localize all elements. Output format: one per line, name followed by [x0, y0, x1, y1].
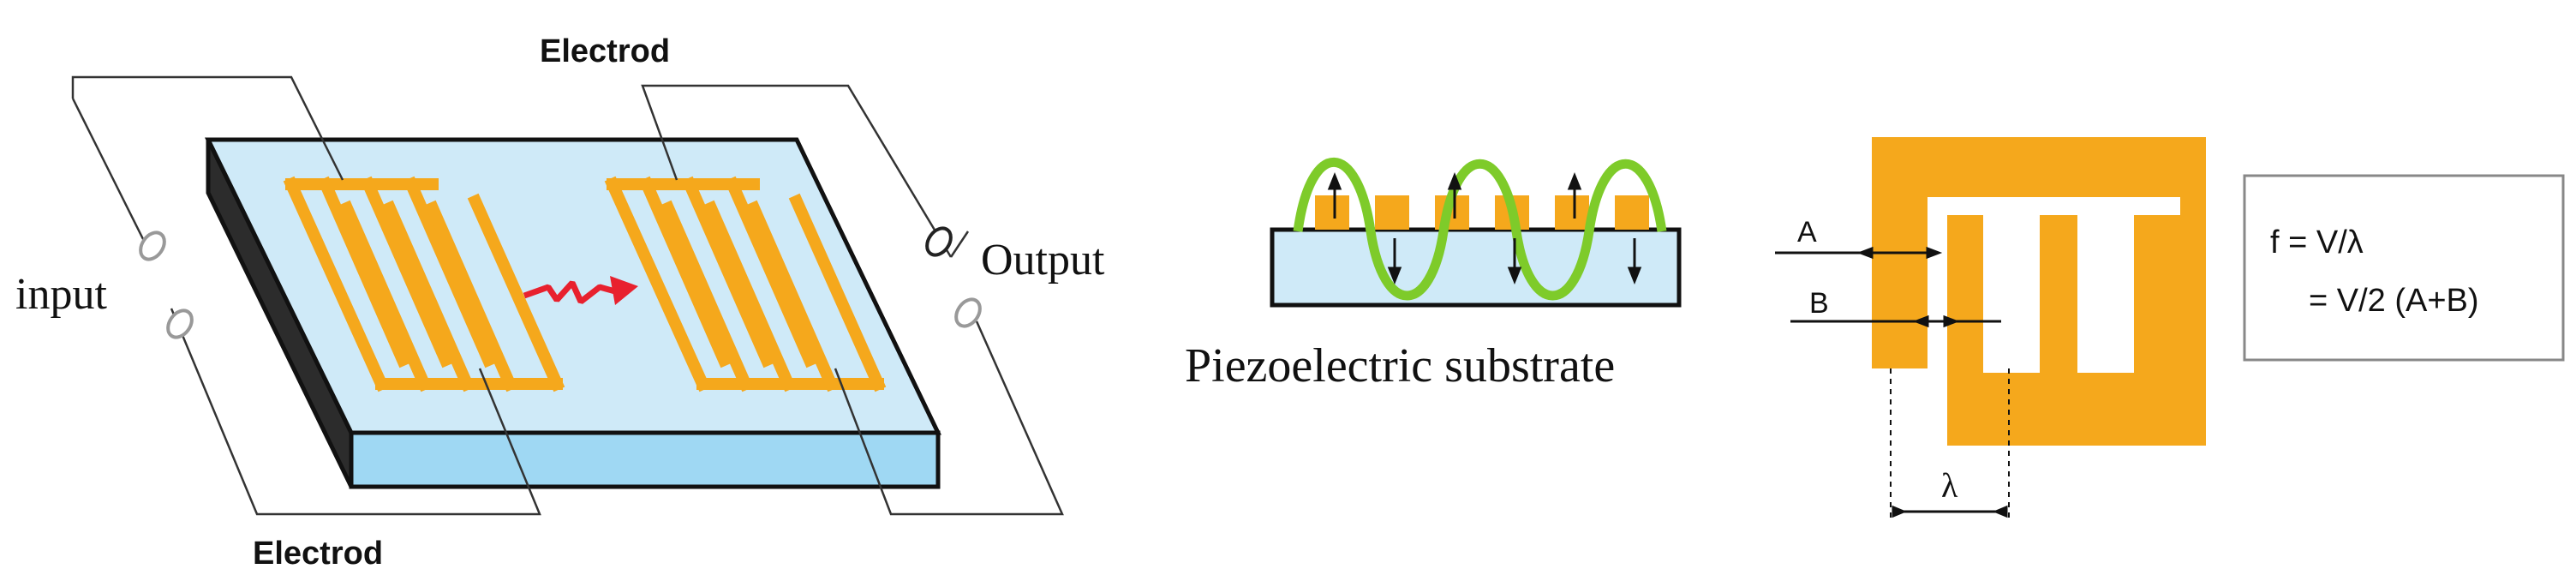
piezo-caption: Piezoelectric substrate	[1185, 339, 1615, 392]
dimension-b-label: B	[1809, 287, 1829, 320]
dimension-lines	[1775, 246, 2010, 523]
formula-line-2: = V/2 (A+B)	[2309, 283, 2479, 319]
wavelength-label: λ	[1941, 466, 1958, 505]
output-label: Output	[981, 236, 1105, 285]
idt-dimension-diagram: A B λ f = V/λ = V/2 (A+B)	[1775, 137, 2565, 523]
output-idt	[604, 176, 887, 392]
substrate-cross-section: Piezoelectric substrate	[1185, 158, 1682, 392]
piezo-substrate	[1270, 227, 1682, 308]
input-terminal-top	[139, 231, 166, 261]
output-terminal-bottom	[954, 297, 982, 328]
dimension-a-label: A	[1797, 216, 1817, 249]
electrode-label-bottom: Electrod	[253, 536, 383, 572]
formula-box	[2243, 174, 2565, 362]
field-arrows	[1327, 171, 1642, 285]
input-idt	[283, 176, 565, 392]
output-terminal-top	[925, 226, 953, 257]
substrate-front-face	[349, 430, 941, 489]
lead-wires	[71, 75, 1064, 516]
surface-acoustic-wave	[1293, 158, 1667, 301]
input-label: input	[15, 270, 107, 319]
formula-line-1: f = V/λ	[2270, 225, 2364, 261]
input-terminal-bottom	[166, 308, 194, 339]
idt-gap-outline	[1929, 203, 2180, 446]
electrode-label-top: Electrod	[540, 33, 670, 69]
wave-propagation-arrow	[523, 276, 638, 305]
saw-device-3d: Electrod Electrod input Output	[15, 33, 1105, 572]
